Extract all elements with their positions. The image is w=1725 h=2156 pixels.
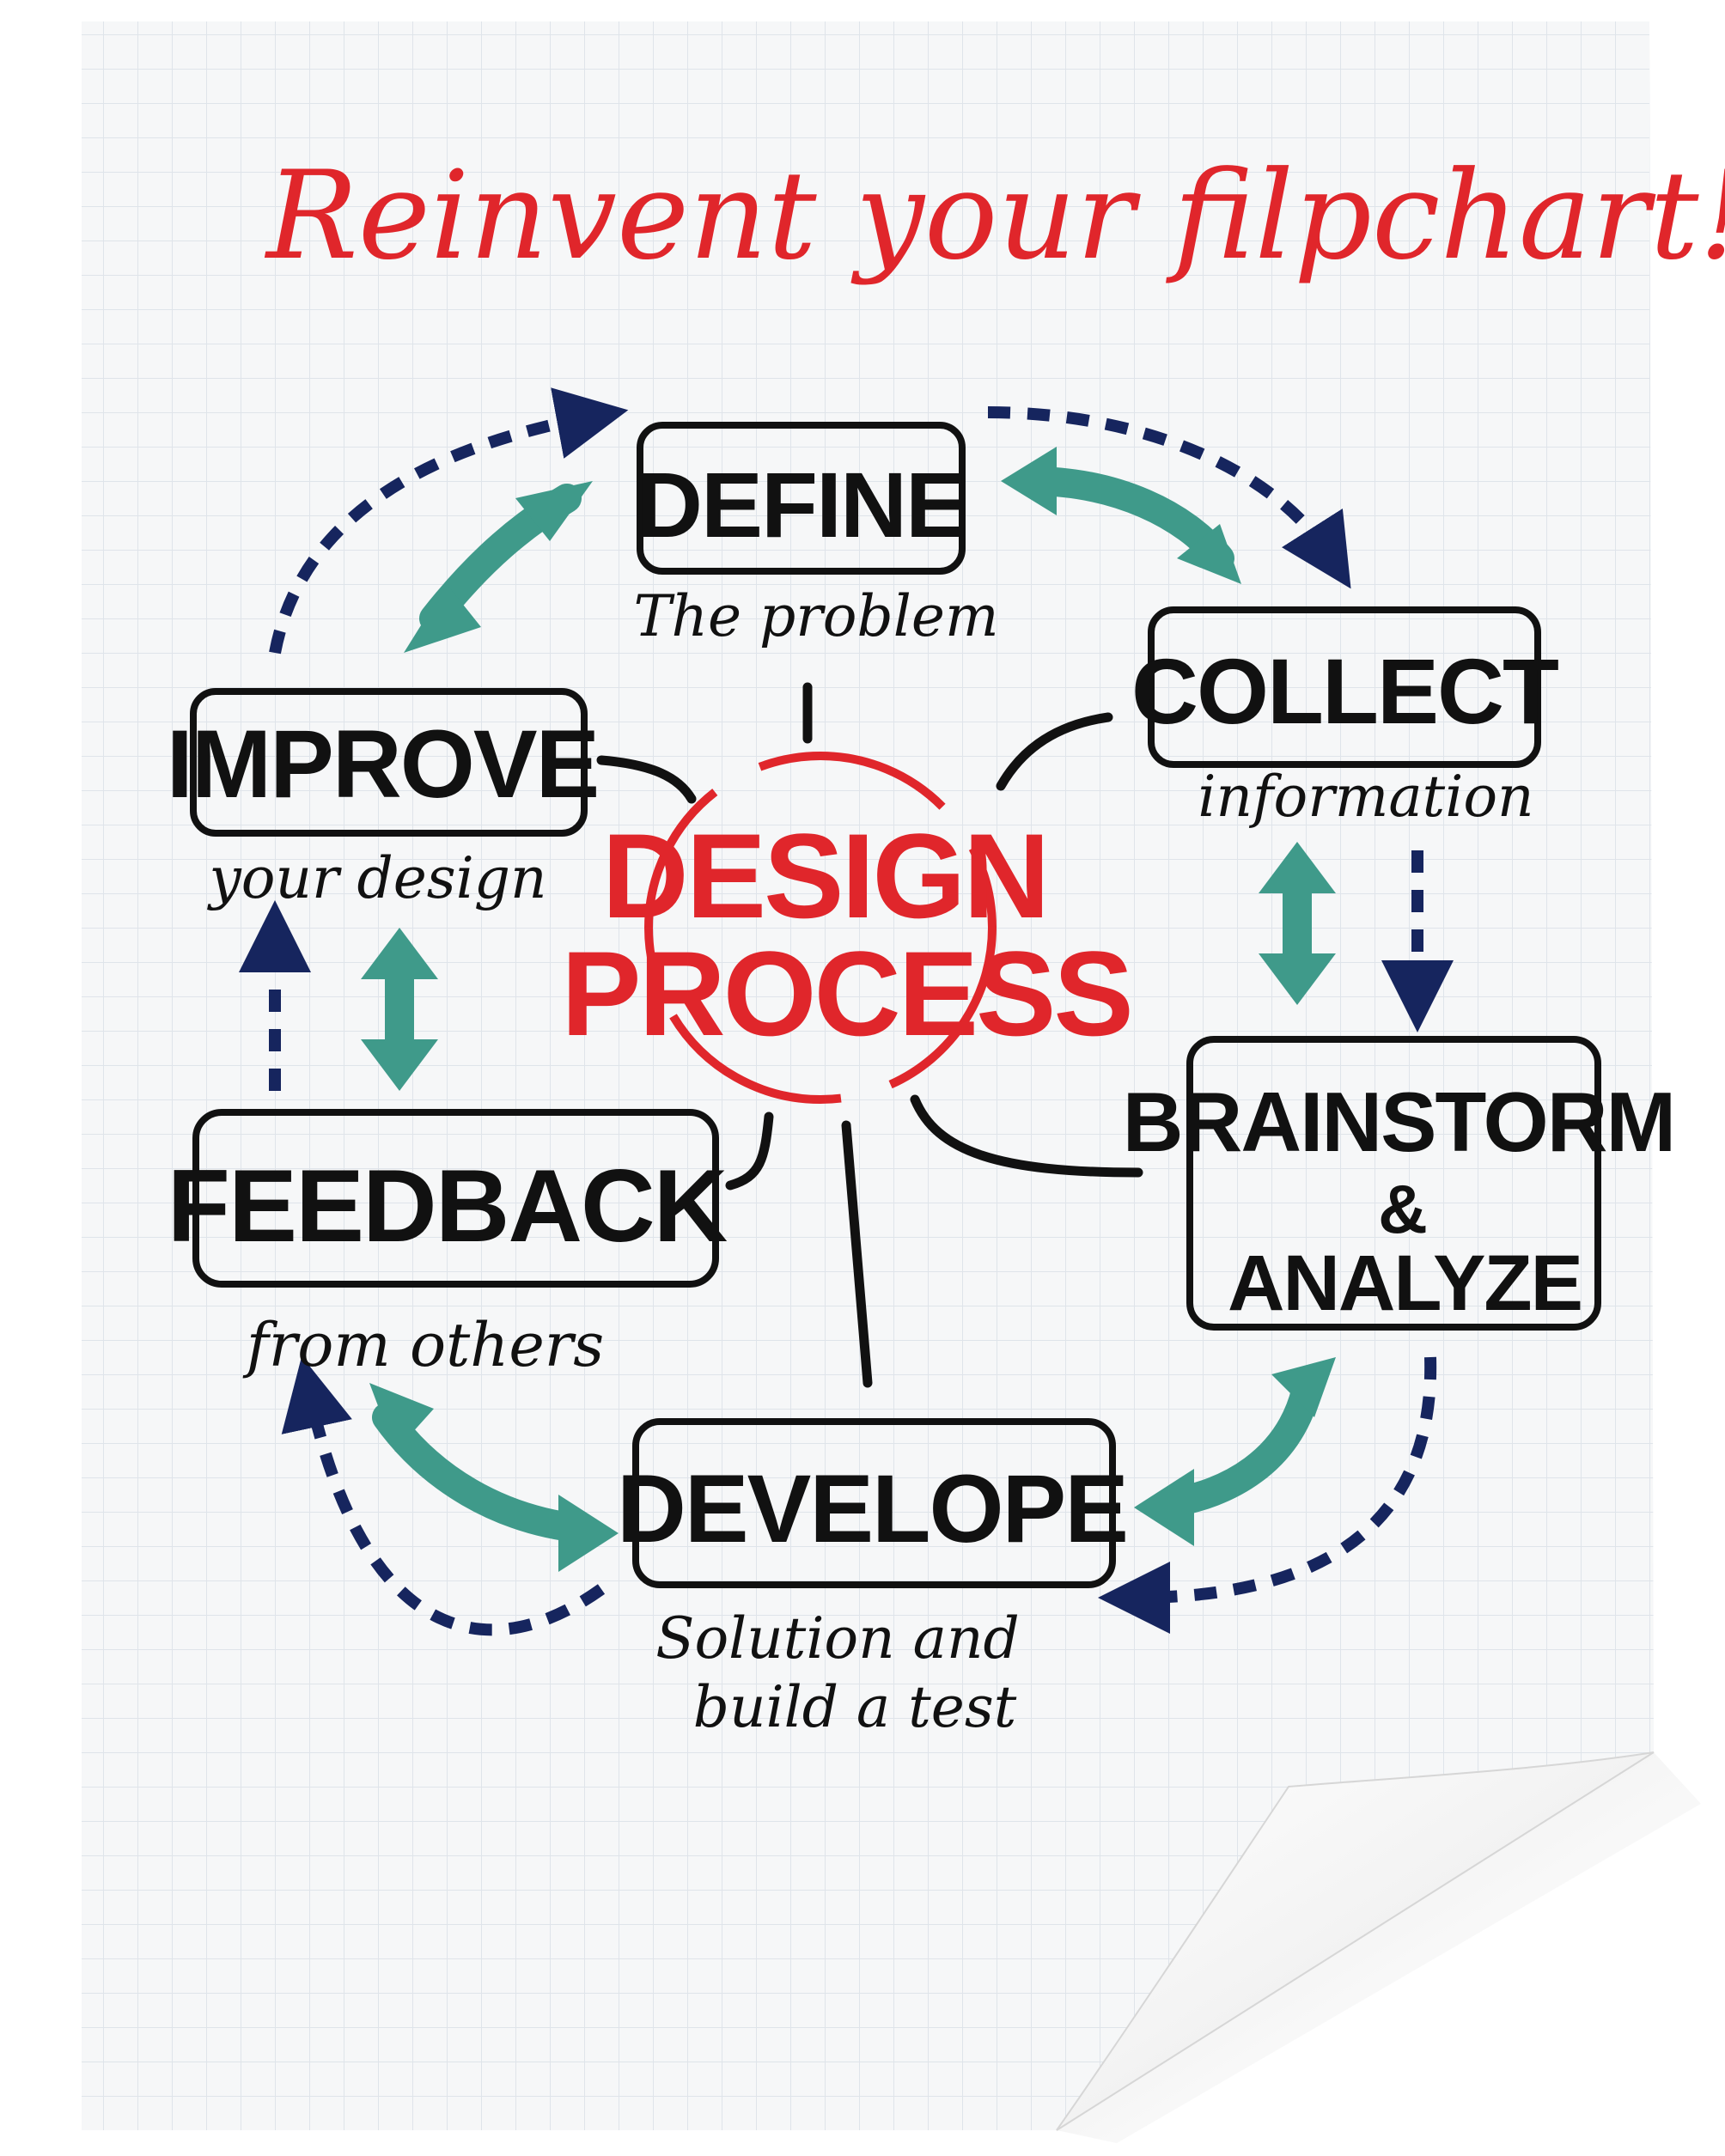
step-collect-label: COLLECT xyxy=(1131,639,1558,743)
step-feedback-sub-1: from others xyxy=(242,1310,604,1380)
dashed-cycle-arrows xyxy=(239,387,1454,1636)
step-improve: IMPROVE your design xyxy=(167,688,600,911)
step-brainstorm: BRAINSTORM & ANALYZE xyxy=(1123,1036,1676,1331)
step-improve-label: IMPROVE xyxy=(167,710,599,818)
center-connectors xyxy=(596,682,1143,1388)
center-title-line-1: DESIGN xyxy=(602,808,1048,943)
step-improve-sub-1: your design xyxy=(206,845,546,911)
step-define-label: DEFINE xyxy=(636,453,966,557)
teal-arrow-heads xyxy=(361,447,1336,1572)
paper-sheet xyxy=(82,21,1701,2143)
step-define: DEFINE The problem xyxy=(633,422,999,649)
center-title-line-2: PROCESS xyxy=(561,926,1131,1061)
flipchart-title: Reinvent your filpchart! xyxy=(264,145,1725,287)
step-brainstorm-label: BRAINSTORM xyxy=(1123,1075,1674,1169)
step-develope-sub-1: Solution and xyxy=(655,1605,1020,1672)
step-feedback: FEEDBACK from others xyxy=(168,1109,729,1380)
step-develope: DEVELOPE Solution and build a test xyxy=(617,1418,1129,1740)
step-brainstorm-ampersand: & xyxy=(1378,1171,1426,1247)
step-collect-sub-1: information xyxy=(1198,764,1533,830)
step-define-sub-1: The problem xyxy=(633,583,998,649)
step-develope-sub-2: build a test xyxy=(693,1674,1017,1740)
step-develope-label: DEVELOPE xyxy=(617,1455,1127,1562)
step-analyze-label: ANALYZE xyxy=(1228,1239,1582,1327)
center-node: DESIGN PROCESS xyxy=(561,752,1134,1104)
step-feedback-label: FEEDBACK xyxy=(168,1148,728,1264)
step-collect: COLLECT information xyxy=(1131,606,1560,830)
